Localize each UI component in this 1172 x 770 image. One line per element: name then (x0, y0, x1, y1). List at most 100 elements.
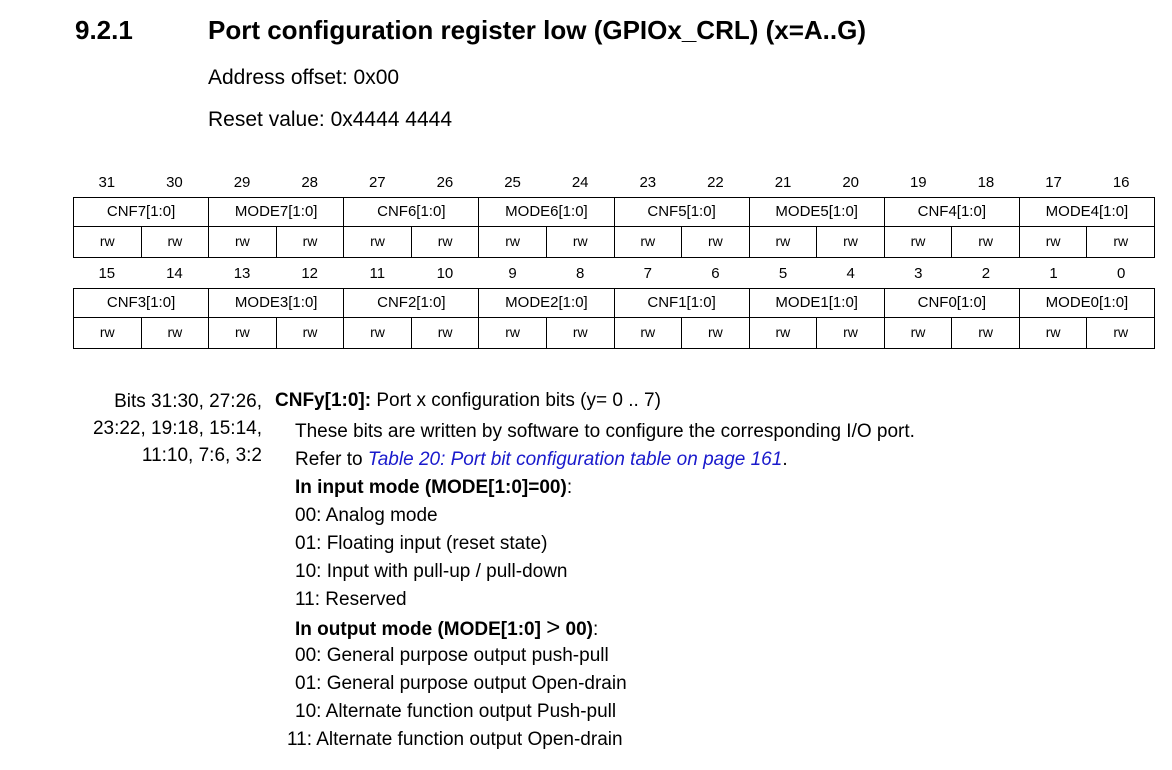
bit-number: 17 (1045, 174, 1062, 191)
output-mode-heading-suffix: : (592, 619, 599, 640)
access-cell: rw (545, 318, 614, 348)
output-mode-heading-text-a: In output mode (MODE[1:0] (295, 619, 547, 640)
access-cell: rw (478, 318, 546, 348)
access-cell: rw (208, 318, 276, 348)
field-name-row: CNF3[1:0] MODE3[1:0] CNF2[1:0] MODE2[1:0… (73, 288, 1155, 318)
bit-number: 26 (436, 174, 454, 191)
access-cell: rw (748, 227, 817, 257)
access-cell: rw (816, 227, 884, 257)
section-number: 9.2.1 (75, 15, 133, 45)
field-name-cell: CNF5[1:0] (613, 198, 749, 226)
bit-number: 19 (909, 174, 927, 191)
bits-range-line: 23:22, 19:18, 15:14, (92, 418, 262, 439)
refer-prefix: Refer to (295, 449, 368, 470)
description-intro: These bits are written by software to co… (295, 421, 915, 442)
access-cell: rw (883, 318, 952, 348)
access-cell: rw (343, 318, 411, 348)
bit-number: 12 (301, 265, 319, 282)
access-cell: rw (343, 227, 411, 257)
access-cell: rw (140, 227, 209, 257)
bits-range-line: 11:10, 7:6, 3:2 (141, 445, 262, 466)
access-cell: rw (410, 318, 479, 348)
bit-number: 4 (846, 265, 855, 282)
bit-number: 10 (436, 265, 454, 282)
access-cell: rw (275, 318, 344, 348)
access-cell: rw (275, 227, 344, 257)
input-mode-option: 11: Reserved (295, 589, 407, 610)
bit-number: 16 (1112, 174, 1130, 191)
bit-number: 18 (977, 174, 995, 191)
access-cell: rw (99, 233, 115, 249)
bit-number: 2 (981, 265, 991, 282)
field-name-cell: CNF0[1:0] (883, 289, 1019, 317)
register-table-lower: 15 14 13 12 11 10 9 8 7 6 5 4 3 2 1 0 CN… (73, 260, 1155, 349)
access-cell: rw (883, 227, 952, 257)
bit-number: 30 (166, 174, 183, 191)
bit-number: 21 (774, 174, 792, 191)
bit-number: 11 (369, 265, 386, 282)
input-mode-heading-text: In input mode (MODE[1:0]=00) (295, 477, 567, 498)
access-cell: rw (613, 318, 682, 348)
bit-number: 24 (571, 174, 589, 191)
bit-number: 7 (643, 265, 652, 282)
bit-number: 15 (98, 265, 116, 282)
field-name-cell: MODE5[1:0] (748, 198, 884, 226)
bit-number: 3 (914, 265, 923, 282)
access-cell: rw (951, 227, 1019, 257)
field-name-cell: CNF2[1:0] (343, 289, 478, 317)
access-row: rw rw rw rw rw rw rw rw rw rw rw rw rw r… (73, 227, 1155, 258)
input-mode-heading-suffix: : (566, 477, 573, 498)
access-cell: rw (748, 318, 817, 348)
field-name-cell: CNF6[1:0] (343, 198, 478, 226)
bit-number: 20 (842, 174, 860, 191)
input-mode-option: 00: Analog mode (295, 505, 438, 526)
access-cell: rw (681, 227, 749, 257)
access-cell: rw (1086, 318, 1154, 348)
field-name-cell: MODE1[1:0] (748, 289, 884, 317)
field-description: These bits are written by software to co… (287, 418, 915, 754)
output-mode-option: 01: General purpose output Open-drain (295, 673, 627, 694)
table-reference-link[interactable]: Table 20: Port bit configuration table o… (367, 449, 783, 470)
access-cell: rw (478, 227, 546, 257)
bit-number: 28 (301, 174, 319, 191)
greater-than-symbol: > (546, 614, 561, 641)
output-mode-option: 11: Alternate function output Open-drain (287, 729, 623, 750)
access-cell: rw (613, 227, 682, 257)
output-mode-option: 10: Alternate function output Push-pull (295, 701, 617, 722)
input-mode-option: 01: Floating input (reset state) (295, 533, 548, 554)
bit-number: 22 (707, 174, 724, 191)
refer-suffix: . (782, 449, 788, 470)
description-refer: Refer to Table 20: Port bit configuratio… (295, 446, 915, 474)
access-cell: rw (951, 318, 1019, 348)
bit-number: 14 (166, 265, 183, 282)
bits-range-line: Bits 31:30, 27:26, (114, 391, 262, 412)
field-name-cell: MODE4[1:0] (1018, 198, 1154, 226)
field-heading: CNFy[1:0]: Port x configuration bits (y=… (275, 388, 661, 414)
output-mode-heading: In output mode (MODE[1:0] > 00): (295, 614, 915, 642)
bit-number: 0 (1117, 265, 1126, 282)
bit-number: 29 (233, 174, 251, 191)
input-mode-heading: In input mode (MODE[1:0]=00): (295, 474, 915, 502)
input-mode-option: 10: Input with pull-up / pull-down (295, 561, 568, 582)
field-name-cell: MODE0[1:0] (1018, 289, 1154, 317)
field-name-cell: CNF7[1:0] (106, 203, 176, 220)
access-cell: rw (99, 324, 115, 340)
access-cell: rw (681, 318, 749, 348)
bit-number: 5 (778, 265, 788, 282)
bit-number-row: 31 30 29 28 27 26 25 24 23 22 21 20 19 1… (73, 169, 1155, 197)
access-cell: rw (1086, 227, 1154, 257)
field-name-cell: CNF4[1:0] (883, 198, 1019, 226)
field-summary: Port x configuration bits (y= 0 .. 7) (371, 390, 661, 411)
access-cell: rw (410, 227, 479, 257)
bit-number: 13 (233, 265, 251, 282)
register-table-upper: 31 30 29 28 27 26 25 24 23 22 21 20 19 1… (73, 169, 1155, 258)
field-name-cell: CNF3[1:0] (106, 294, 176, 311)
bit-number: 8 (576, 265, 585, 282)
field-name-cell: MODE7[1:0] (208, 198, 343, 226)
bit-number: 6 (711, 265, 720, 282)
access-row: rw rw rw rw rw rw rw rw rw rw rw rw rw r… (73, 318, 1155, 349)
access-cell: rw (140, 318, 209, 348)
bit-number: 23 (639, 174, 657, 191)
section-title: Port configuration register low (GPIOx_C… (208, 15, 867, 45)
bit-number: 27 (368, 174, 386, 191)
